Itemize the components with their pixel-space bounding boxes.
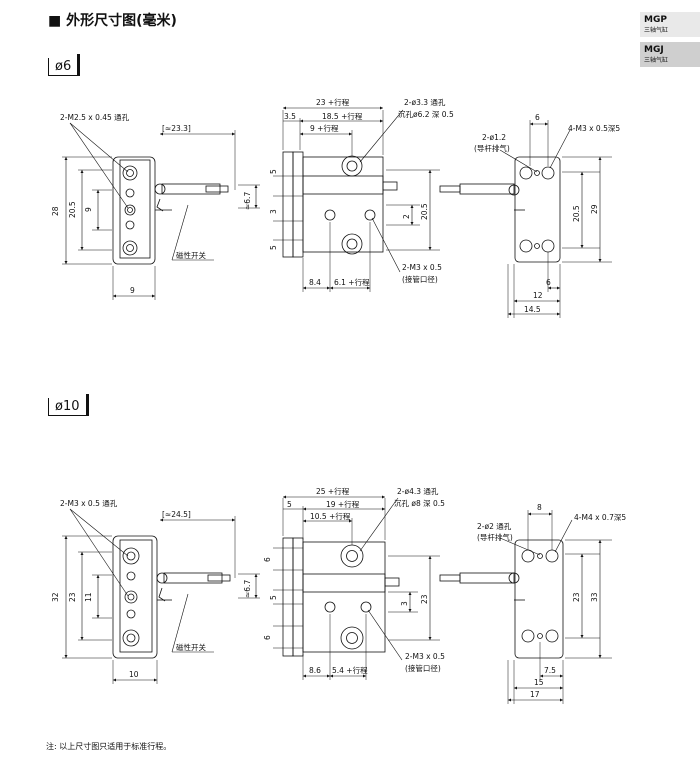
bore-label-6: ø6 [48,54,81,76]
rear6-hole2: 4-M3 x 0.5深5 [568,124,620,133]
front6-hole-label: 2-M2.5 x 0.45 通孔 [60,112,130,122]
front10-h-total: 32 [51,592,60,602]
front10-hole-label: 2-M3 x 0.5 通孔 [60,498,118,508]
side10-v3: 6 [263,635,272,640]
side6-len-total: 23 +行程 [316,97,350,107]
front6-h-total: 28 [51,206,60,216]
rear6-hole1: 2-ø1.2 [482,133,506,142]
rear6-b3: 14.5 [524,305,541,314]
rear10-b1: 7.5 [544,666,556,675]
side-view-6 [273,106,440,292]
side10-b1: 8.6 [309,666,321,675]
side10-b2: 5.4 +行程 [332,665,368,675]
rear-view-10 [439,510,612,704]
rear10-b2: 15 [534,678,544,687]
rear10-hole1: 2-ø2 通孔 [477,521,512,531]
side6-v1: 5 [269,169,278,174]
side-tab-code: MGJ [644,45,664,55]
side6-callout2: 沉孔ø6.2 深 0.5 [398,110,454,119]
rear6-h2: 29 [590,204,599,214]
side10-left-off: 5 [287,500,292,509]
side6-r1: 2 [402,214,411,219]
rear10-b3: 17 [530,690,540,699]
side-tab-sub: 三轴气缸 [644,57,669,64]
side-tab-mgj[interactable]: MGJ 三轴气缸 [640,42,700,67]
front6-switch-label: 磁性开关 [176,250,206,260]
bore-label-10: ø10 [48,394,88,416]
section-title: ■ 外形尺寸图(毫米) [48,13,177,29]
side6-left-off: 3.5 [284,112,296,121]
side-view-10 [273,495,440,680]
rear6-h1: 20.5 [572,205,581,222]
side6-port: 2-M3 x 0.5 [402,263,442,272]
front6-h-in: 9 [84,207,93,212]
rear6-b2: 12 [533,291,543,300]
front6-side-dim: ≈6.7 [243,192,252,210]
front-view-10 [62,508,260,684]
side10-len-total: 25 +行程 [316,486,350,496]
side6-callout1: 2-ø3.3 通孔 [404,97,446,107]
side10-callout1: 2-ø4.3 通孔 [397,486,439,496]
side6-b1: 8.4 [309,278,321,287]
front10-w-bottom: 10 [129,670,139,679]
rear10-h2: 33 [590,592,599,602]
front6-h-mid: 20.5 [68,201,77,218]
rear10-hole1-note: (导杆排气) [477,532,513,542]
side6-len-3: 9 +行程 [310,123,339,133]
side6-port-note: (接管口径) [402,274,438,284]
side6-b2: 6.1 +行程 [334,277,370,287]
side6-r2: 20.5 [420,203,429,220]
front10-side-dim: ≈6.7 [243,580,252,598]
rear6-hole1-note: (导杆排气) [474,143,510,153]
rear-view-6 [439,120,612,318]
side6-v3: 5 [269,245,278,250]
side-tab-mgp[interactable]: MGP 三轴气缸 [640,12,700,37]
side10-v2: 5 [269,595,278,600]
side-tab-code: MGP [644,15,667,25]
front10-clear-label: [≈24.5] [162,510,191,519]
side6-len-2: 18.5 +行程 [322,111,363,121]
rear6-top: 6 [535,113,540,122]
footnote: 注: 以上尺寸图只适用于标准行程。 [46,742,172,751]
side-tab-sub: 三轴气缸 [644,27,669,34]
side10-port: 2-M3 x 0.5 [405,652,445,661]
rear10-hole2: 4-M4 x 0.7深5 [574,513,626,522]
rear10-top: 8 [537,503,542,512]
front10-switch-label: 磁性开关 [176,642,206,652]
side10-r2: 23 [420,594,429,604]
front6-w-bottom: 9 [130,286,135,295]
front-view-6 [62,122,260,300]
side10-len-2: 19 +行程 [326,499,360,509]
side10-r1: 3 [400,601,409,606]
front10-h-in: 11 [84,592,93,602]
side6-v2: 3 [269,209,278,214]
side10-callout2: 沉孔 ø8 深 0.5 [394,499,445,508]
side10-v1: 6 [263,557,272,562]
front10-h-mid: 23 [68,592,77,602]
rear6-b1: 6 [546,278,551,287]
rear10-h1: 23 [572,592,581,602]
side10-len-3: 10.5 +行程 [310,511,351,521]
side10-port-note: (接管口径) [405,663,441,673]
front6-clear-label: [≈23.3] [162,124,191,133]
